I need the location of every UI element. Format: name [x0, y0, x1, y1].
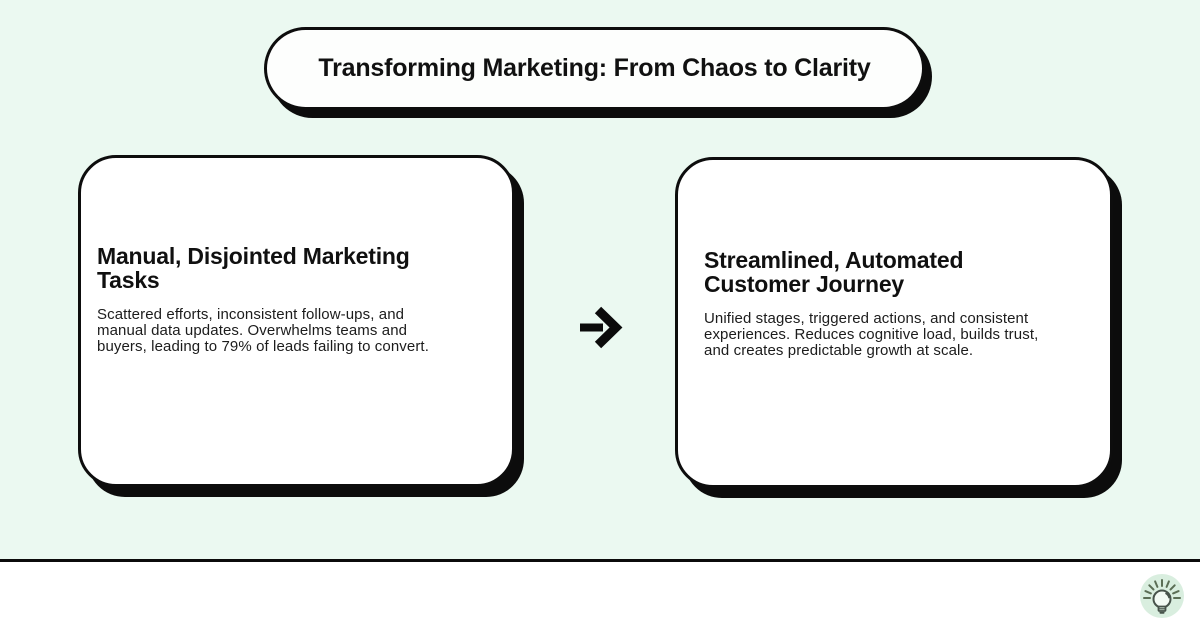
card-heading: Manual, Disjointed Marketing Tasks — [97, 243, 410, 294]
page-title: Transforming Marketing: From Chaos to Cl… — [318, 54, 871, 82]
card-body: Scattered efforts, inconsistent follow-u… — [97, 305, 429, 356]
card-manual-tasks: Manual, Disjointed Marketing Tasks Scatt… — [78, 155, 515, 487]
title-pill: Transforming Marketing: From Chaos to Cl… — [264, 27, 925, 110]
card-heading: Streamlined, Automated Customer Journey — [704, 247, 964, 298]
lightbulb-icon — [1138, 572, 1186, 620]
card-body: Unified stages, triggered actions, and c… — [704, 309, 1039, 360]
footer-strip — [0, 559, 1200, 630]
card-automated-journey: Streamlined, Automated Customer Journey … — [675, 157, 1113, 488]
arrow-right-icon — [577, 304, 623, 350]
